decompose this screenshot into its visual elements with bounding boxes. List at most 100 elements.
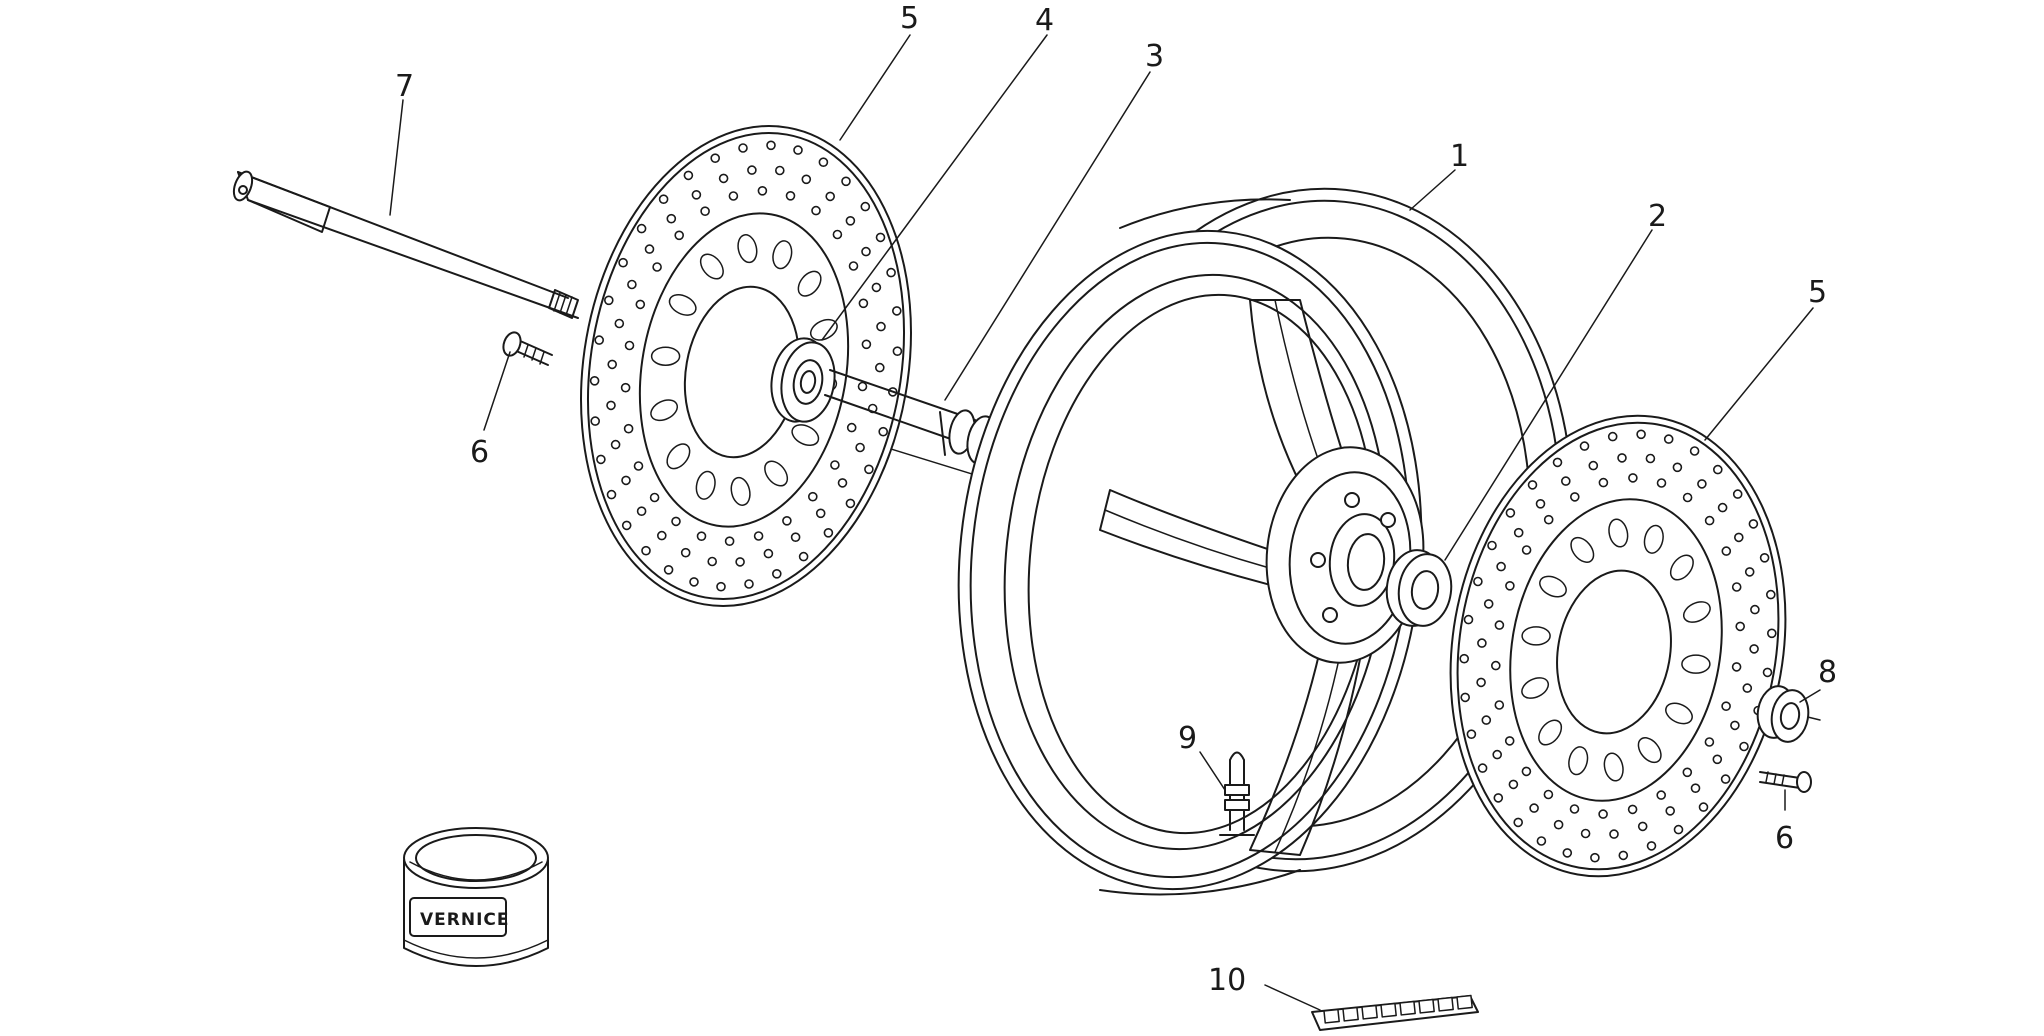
disc-hole <box>614 318 625 329</box>
disc-slot <box>797 270 822 297</box>
disc-hole <box>1536 836 1547 846</box>
disc-hole <box>818 157 829 167</box>
callout-5-right: 5 <box>1808 275 1827 310</box>
disc-hole <box>689 577 699 587</box>
disc-hole <box>774 165 785 176</box>
disc-hole <box>618 257 628 268</box>
strip-segment <box>1437 996 1454 1012</box>
callout-8: 8 <box>1818 655 1837 690</box>
disc-hole <box>874 362 885 373</box>
disc-hole <box>603 295 614 306</box>
axle-nut <box>1756 685 1810 743</box>
disc-hole <box>886 267 896 278</box>
strip-segment <box>1399 1000 1416 1016</box>
disc-hole <box>1493 793 1504 803</box>
disc-hole <box>1552 457 1563 468</box>
callout-5-left: 5 <box>900 1 919 36</box>
disc-hole <box>1569 804 1580 814</box>
disc-hole <box>620 382 631 393</box>
disc-hole <box>1749 644 1759 654</box>
disc-slot <box>791 424 820 447</box>
disc-hole <box>1466 729 1477 740</box>
disc-hole <box>683 170 694 181</box>
disc-hole <box>636 506 647 517</box>
disc-hole <box>857 381 868 392</box>
disc-slot <box>1539 575 1567 598</box>
disc-hole <box>1527 480 1538 490</box>
disc-hole <box>793 145 803 155</box>
disc-bolt-right <box>1759 771 1812 793</box>
disc-hole <box>766 140 776 151</box>
disc-hole <box>1721 701 1731 712</box>
disc-hole <box>875 232 886 243</box>
disc-hole <box>1704 737 1715 747</box>
disc-hole <box>1731 662 1742 672</box>
disc-hole <box>1731 582 1742 592</box>
disc-hole <box>878 426 889 437</box>
strip-segment <box>1342 1006 1359 1022</box>
disc-hole <box>1504 736 1515 746</box>
disc-hole <box>1617 453 1627 463</box>
disc-hole <box>798 551 809 562</box>
disc-slot <box>764 460 789 487</box>
disc-hole <box>624 340 635 351</box>
disc-hole <box>1607 431 1618 442</box>
strip-segment <box>1418 998 1435 1014</box>
disc-hole <box>1494 700 1505 710</box>
disc-hole <box>782 515 792 526</box>
disc-hole <box>1646 841 1657 851</box>
wheel-rim <box>957 187 1575 896</box>
disc-slot <box>1637 737 1662 764</box>
disc-hole <box>1481 715 1492 725</box>
disc-hole <box>1459 653 1469 664</box>
disc-slot <box>730 476 751 506</box>
disc-slot <box>1643 524 1664 554</box>
disc-hole <box>1721 546 1732 556</box>
strip-segment <box>1456 994 1473 1010</box>
disc-hole <box>1689 446 1700 456</box>
disc-hole <box>860 201 871 212</box>
disc-hole <box>1697 479 1707 489</box>
disc-slot <box>1681 654 1711 674</box>
disc-hole <box>596 454 606 465</box>
disc-hole <box>1766 589 1776 600</box>
disc-hole <box>627 279 637 290</box>
bearing-right <box>1385 549 1453 627</box>
disc-hole <box>610 439 621 450</box>
disc-hole <box>1477 638 1487 648</box>
disc-hole <box>649 492 660 503</box>
disc-hole <box>594 335 605 345</box>
disc-slot <box>695 470 716 500</box>
disc-hole <box>1473 576 1483 587</box>
disc-slot <box>809 318 838 341</box>
disc-hole <box>607 359 618 370</box>
disc-hole <box>1562 848 1573 858</box>
disc-hole <box>744 579 754 589</box>
disc-hole <box>1735 621 1745 632</box>
disc-slot <box>1669 554 1694 581</box>
disc-hole <box>691 190 702 200</box>
disc-hole <box>855 442 865 453</box>
strip-segment <box>1323 1008 1340 1024</box>
strip-segment <box>1361 1004 1378 1020</box>
disc-hole <box>811 205 821 216</box>
disc-hole <box>1712 754 1723 765</box>
disc-hole <box>876 321 886 332</box>
disc-hole <box>716 581 726 592</box>
disc-hole <box>757 186 768 196</box>
disc-hole <box>1487 540 1497 551</box>
disc-hole <box>1521 545 1532 555</box>
disc-hole <box>1665 806 1675 816</box>
tyre-valve <box>1219 751 1255 836</box>
disc-hole <box>1744 567 1755 577</box>
disc-hole <box>621 475 631 486</box>
disc-hole <box>1521 766 1532 777</box>
disc-hole <box>1492 749 1502 760</box>
disc-hole <box>1588 460 1599 471</box>
callout-6-right: 6 <box>1775 821 1794 856</box>
disc-hole <box>1750 604 1760 615</box>
disc-slot <box>1665 702 1693 725</box>
disc-slot <box>650 346 681 366</box>
callout-3: 3 <box>1145 39 1164 74</box>
